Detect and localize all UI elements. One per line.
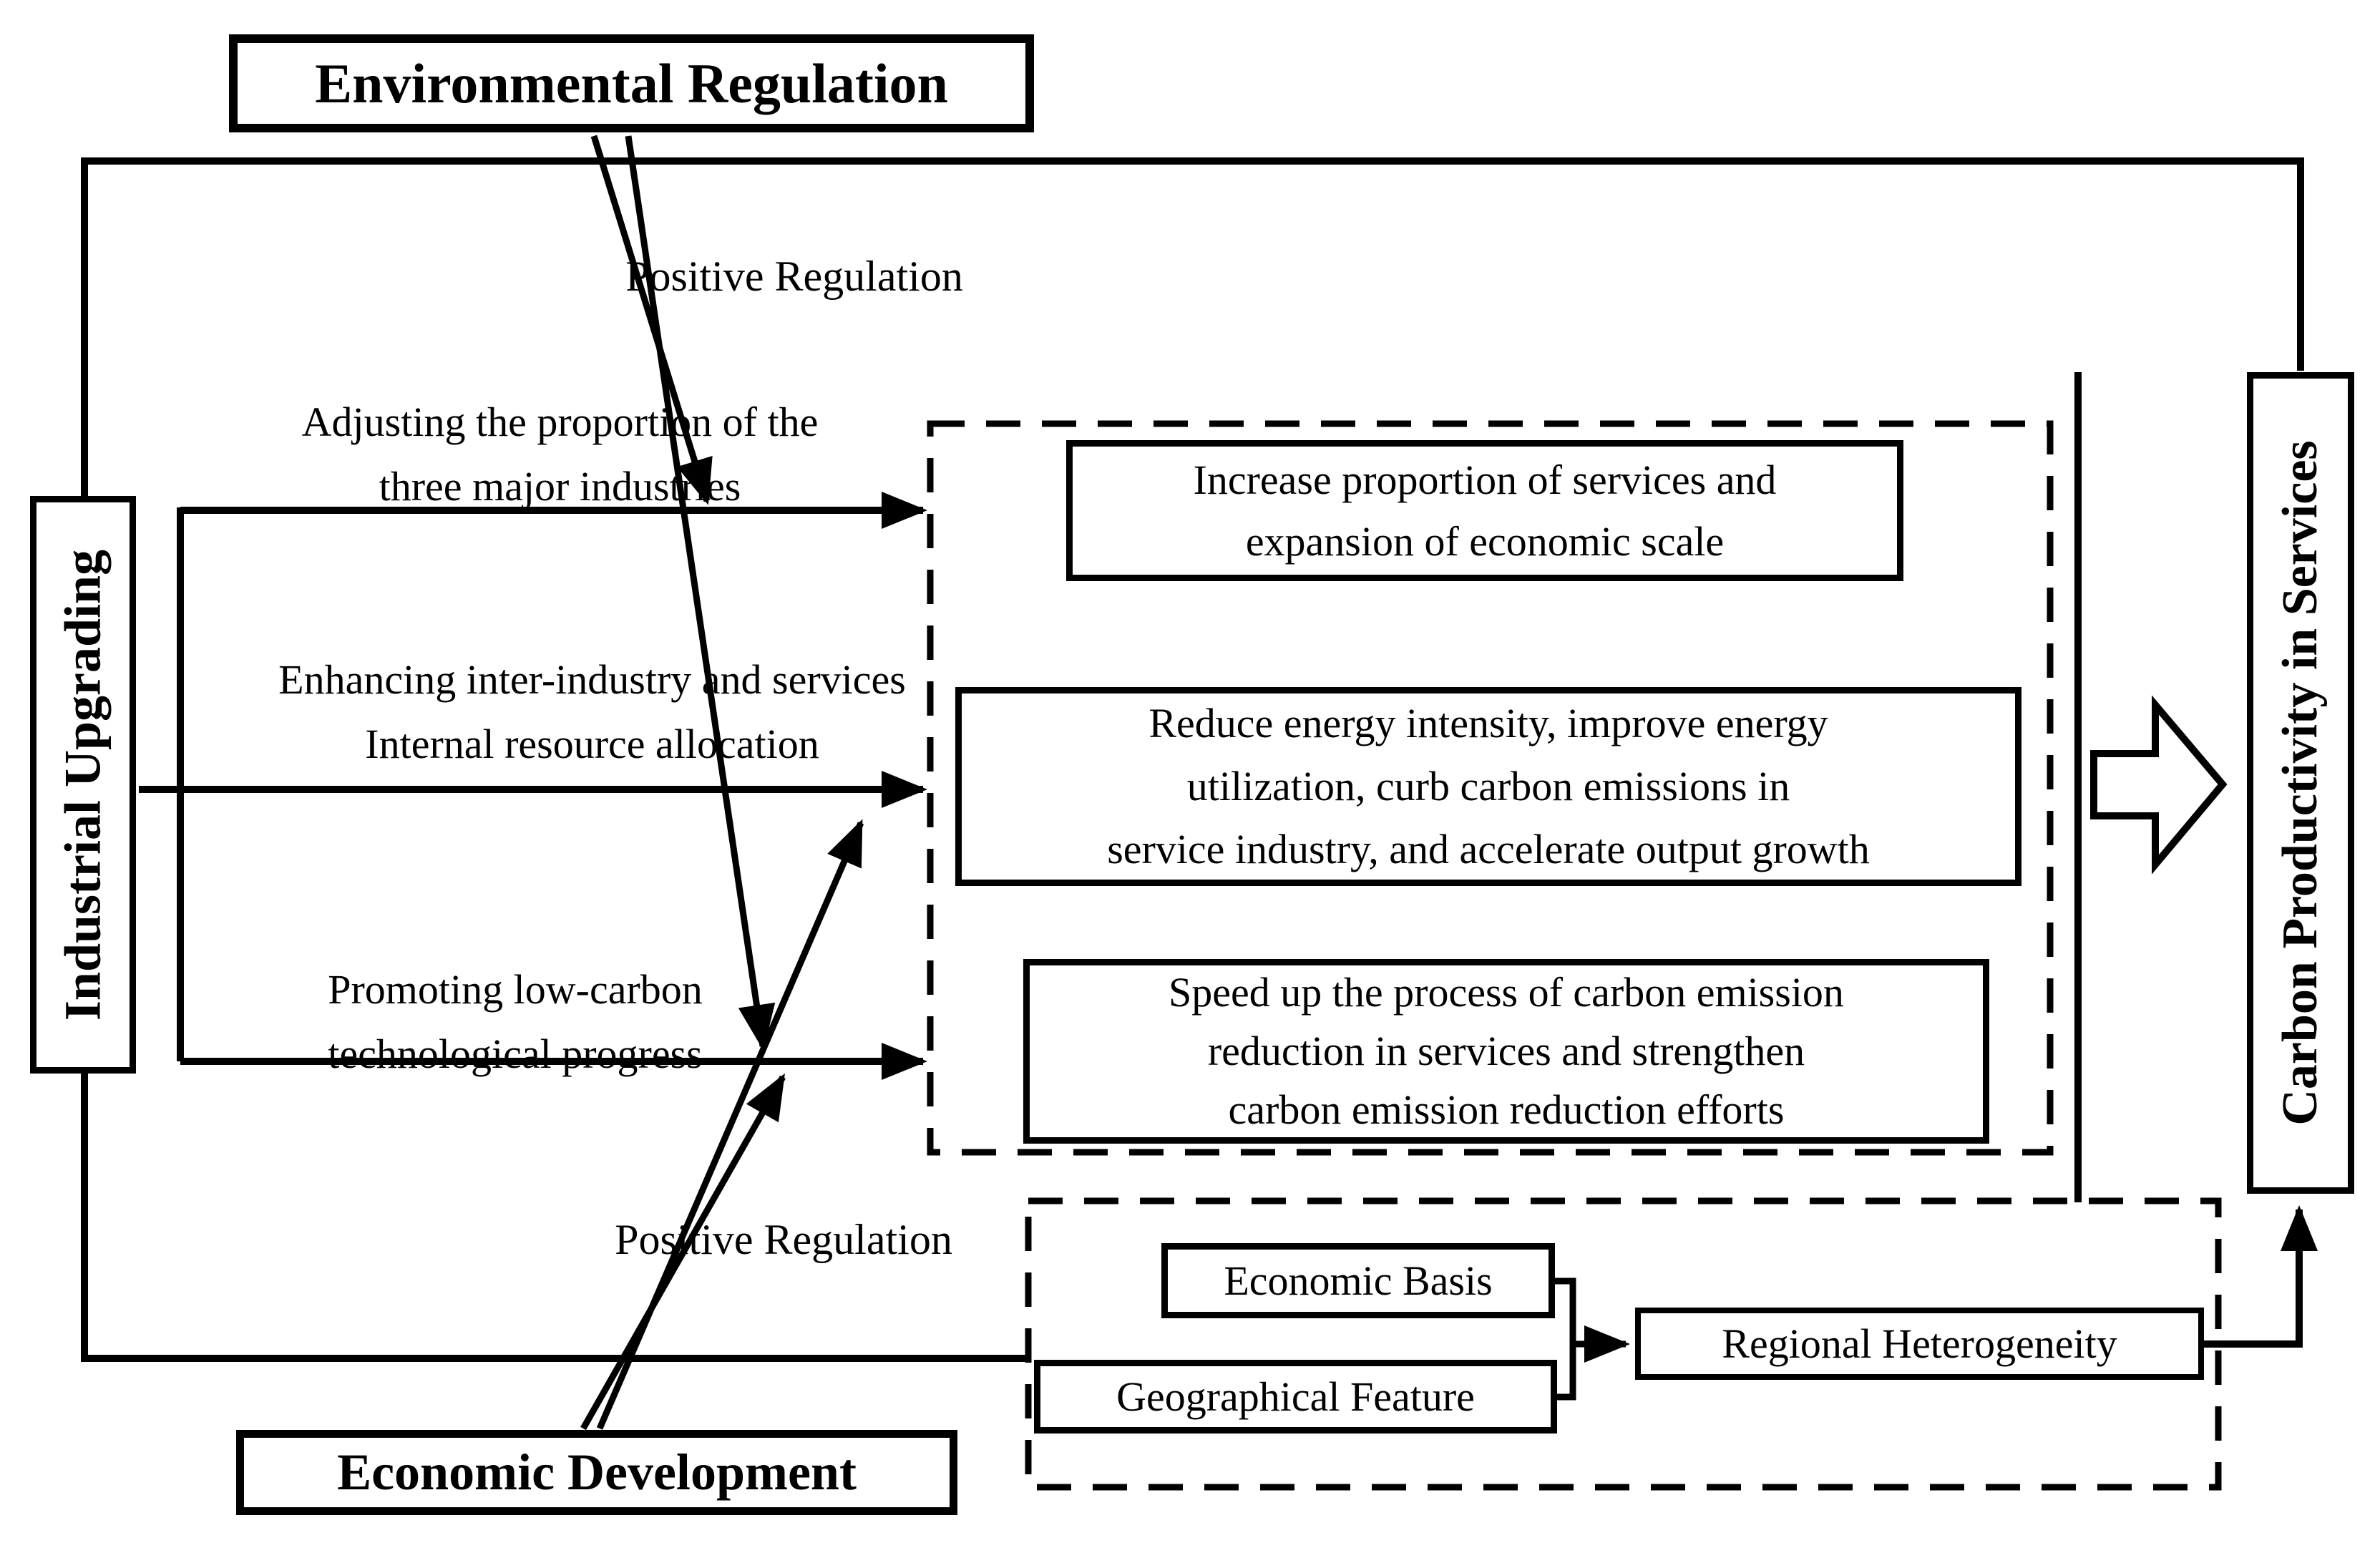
- geographical-feature-text: Geographical Feature: [1116, 1373, 1475, 1420]
- env-regulation-moderation-arrow-2: [625, 135, 776, 1051]
- reduce-energy-text: Reduce energy intensity, improve energy …: [1107, 700, 1870, 872]
- increase-proportion-text: Increase proportion of services and expa…: [1193, 456, 1777, 565]
- env-regulation-moderation-arrow-1: [590, 135, 713, 505]
- regional-heterogeneity-box: Regional Heterogeneity: [1635, 1308, 2204, 1380]
- increase-proportion-box: Increase proportion of services and expa…: [1066, 440, 1903, 581]
- basis-feature-bracket: [1555, 1277, 1576, 1401]
- economic-development-label: Economic Development: [337, 1444, 857, 1501]
- positive-regulation-bottom-label: Positive Regulation: [615, 1216, 952, 1263]
- economic-development-moderation-arrow-1: [596, 819, 864, 1430]
- industrial-upgrading-label: Industrial Upgrading: [54, 549, 112, 1021]
- speed-up-reduction-text: Speed up the process of carbon emission …: [1169, 969, 1844, 1133]
- outer-top-route-line: [81, 157, 2304, 499]
- carbon-productivity-label: Carbon Productivity in Services: [2273, 440, 2328, 1126]
- adjusting-path-label: Adjusting the proportion of the three ma…: [301, 399, 819, 510]
- industrial-upgrading-box: Industrial Upgrading: [30, 496, 136, 1074]
- economic-basis-text: Economic Basis: [1224, 1257, 1493, 1304]
- block-arrow-icon: [2090, 695, 2228, 875]
- carbon-productivity-box: Carbon Productivity in Services: [2247, 372, 2354, 1194]
- positive-regulation-top-label: Positive Regulation: [625, 253, 963, 300]
- mechanisms-dashed-box: [927, 420, 2054, 1156]
- geographical-feature-box: Geographical Feature: [1034, 1360, 1557, 1434]
- heterogeneity-dashed-box: [1025, 1197, 2222, 1491]
- promoting-path-label: Promoting low-carbon technological progr…: [328, 966, 703, 1077]
- reduce-energy-box: Reduce energy intensity, improve energy …: [955, 687, 2021, 886]
- environmental-regulation-box: Environmental Regulation: [229, 34, 1034, 132]
- economic-development-moderation-arrow-2: [580, 1073, 786, 1431]
- bottom-route-line: [81, 1072, 1025, 1362]
- speed-up-reduction-box: Speed up the process of carbon emission …: [1023, 959, 1989, 1144]
- regional-heterogeneity-text: Regional Heterogeneity: [1722, 1320, 2117, 1367]
- economic-basis-box: Economic Basis: [1161, 1243, 1555, 1318]
- economic-development-box: Economic Development: [236, 1430, 957, 1515]
- enhancing-path-label: Enhancing inter-industry and services In…: [278, 656, 906, 767]
- environmental-regulation-label: Environmental Regulation: [315, 52, 948, 115]
- heterogeneity-to-carbon-arrow: [2201, 1205, 2318, 1348]
